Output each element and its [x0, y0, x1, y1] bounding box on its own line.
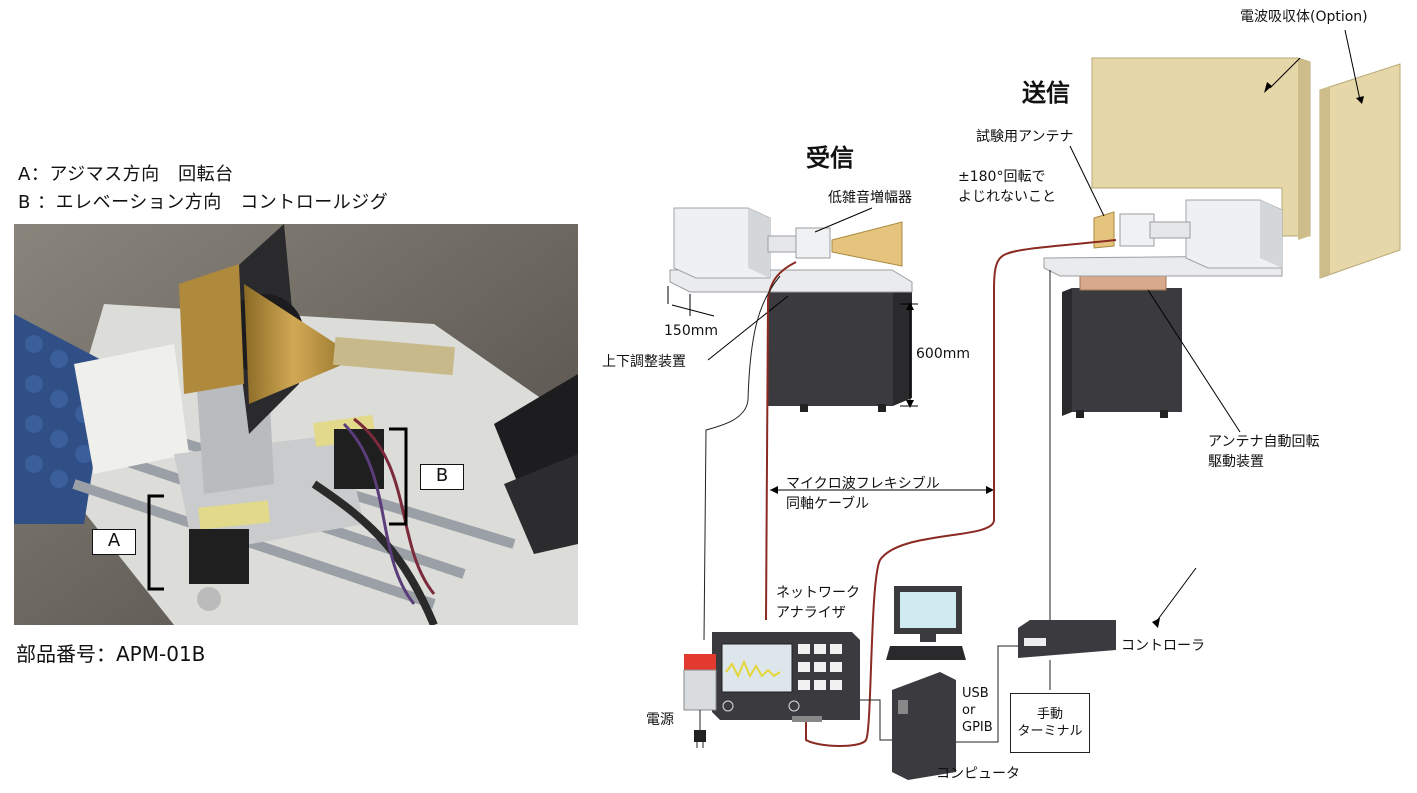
controller-label: コントローラ	[1121, 638, 1205, 654]
power-supply-label: 電源	[646, 712, 674, 728]
test-antenna-label: 試験用アンテナ	[976, 129, 1074, 145]
manual-terminal-box: 手動 ターミナル	[1010, 693, 1090, 753]
test-antenna	[1093, 211, 1115, 249]
cable-label-2: 同軸ケーブル	[786, 496, 870, 512]
vertical-adjuster-label: 上下調整装置	[602, 354, 686, 370]
usb-label-2: or	[962, 703, 976, 718]
auto-rotator-label-2: 駆動装置	[1208, 454, 1264, 470]
dim-150-line	[671, 304, 715, 317]
absorber-panel-back-side	[1298, 58, 1310, 240]
cable-transmit	[805, 239, 1117, 747]
legend-azimuth: A：アジマス方向 回転台	[18, 164, 234, 185]
computer-tower	[892, 672, 956, 780]
photo-label-b: B	[420, 464, 464, 490]
usb-label-3: GPIB	[962, 720, 993, 735]
absorber-panel-front	[1319, 63, 1401, 279]
manual-terminal-label-1: 手動	[1036, 707, 1063, 722]
receive-heading: 受信	[806, 144, 854, 172]
computer-label: コンピュータ	[936, 766, 1020, 782]
power-supply	[683, 654, 717, 748]
network-analyzer-label-1: ネットワーク	[776, 585, 860, 601]
receive-stand	[768, 290, 893, 406]
dim-600-label: 600mm	[916, 346, 970, 362]
usb-label-1: USB	[962, 686, 989, 701]
transmit-stand	[1072, 288, 1182, 412]
manual-terminal-label-2: ターミナル	[1017, 724, 1083, 739]
rotation-note-2: よじれないこと	[958, 189, 1056, 205]
lna-block	[795, 227, 831, 259]
network-analyzer	[712, 632, 860, 722]
controller-unit	[1018, 620, 1116, 658]
lna-label: 低雑音増幅器	[828, 190, 912, 206]
transmit-heading: 送信	[1022, 79, 1070, 107]
absorber-label: 電波吸収体(Option)	[1240, 9, 1368, 25]
product-photo: A B	[14, 224, 578, 625]
part-number: 部品番号：APM-01B	[16, 642, 206, 666]
computer-monitor	[886, 586, 966, 660]
rotation-note-1: ±180°回転で	[958, 169, 1046, 185]
photo-label-a: A	[92, 529, 136, 555]
cable-label-1: マイクロ波フレキシブル	[786, 476, 940, 492]
dim-150-label: 150mm	[664, 323, 718, 339]
receive-horn-antenna	[831, 221, 903, 267]
auto-rotator-label-1: アンテナ自動回転	[1208, 434, 1320, 450]
cable-receive	[765, 261, 797, 621]
product-photo-illustration	[14, 224, 578, 625]
legend-elevation: B ：エレベーション方向 コントロールジグ	[18, 192, 389, 213]
network-analyzer-label-2: アナライザ	[776, 605, 846, 621]
